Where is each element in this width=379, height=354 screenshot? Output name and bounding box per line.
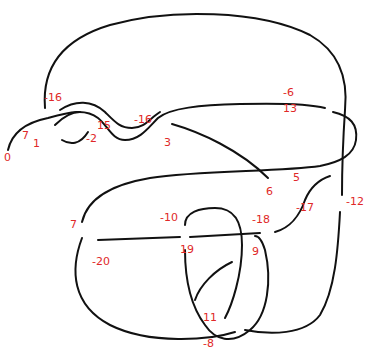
crossing-number: 1 (33, 138, 40, 150)
knot-strand (245, 212, 340, 333)
crossing-number: -20 (92, 256, 110, 268)
knot-strand (275, 176, 330, 232)
knot-strand (98, 233, 260, 240)
crossing-number: -10 (160, 212, 178, 224)
crossing-number: 7 (70, 219, 77, 231)
knot-strand (8, 104, 325, 150)
crossing-number: -18 (252, 214, 270, 226)
crossing-number: -17 (296, 202, 314, 214)
crossing-number: 11 (203, 312, 217, 324)
knot-strand (172, 124, 268, 178)
crossing-number: 19 (180, 244, 194, 256)
knot-strand (185, 236, 268, 339)
crossing-number: -6 (283, 87, 294, 99)
crossing-number: 13 (283, 103, 297, 115)
crossing-number: -16 (44, 92, 62, 104)
crossing-number: -16 (134, 114, 152, 126)
knot-strand (75, 238, 235, 339)
crossing-number: 7 (22, 130, 29, 142)
crossing-number: -2 (86, 133, 97, 145)
crossing-number: 6 (266, 186, 273, 198)
crossing-number: -12 (346, 196, 364, 208)
crossing-number: 15 (97, 120, 111, 132)
crossing-number: 9 (252, 246, 259, 258)
knot-strand (82, 112, 356, 222)
knot-strand (195, 262, 232, 300)
crossing-number: 0 (4, 152, 11, 164)
crossing-number: 3 (164, 137, 171, 149)
crossing-number: -8 (203, 338, 214, 350)
crossing-number: 5 (293, 172, 300, 184)
knot-strand (55, 112, 88, 143)
